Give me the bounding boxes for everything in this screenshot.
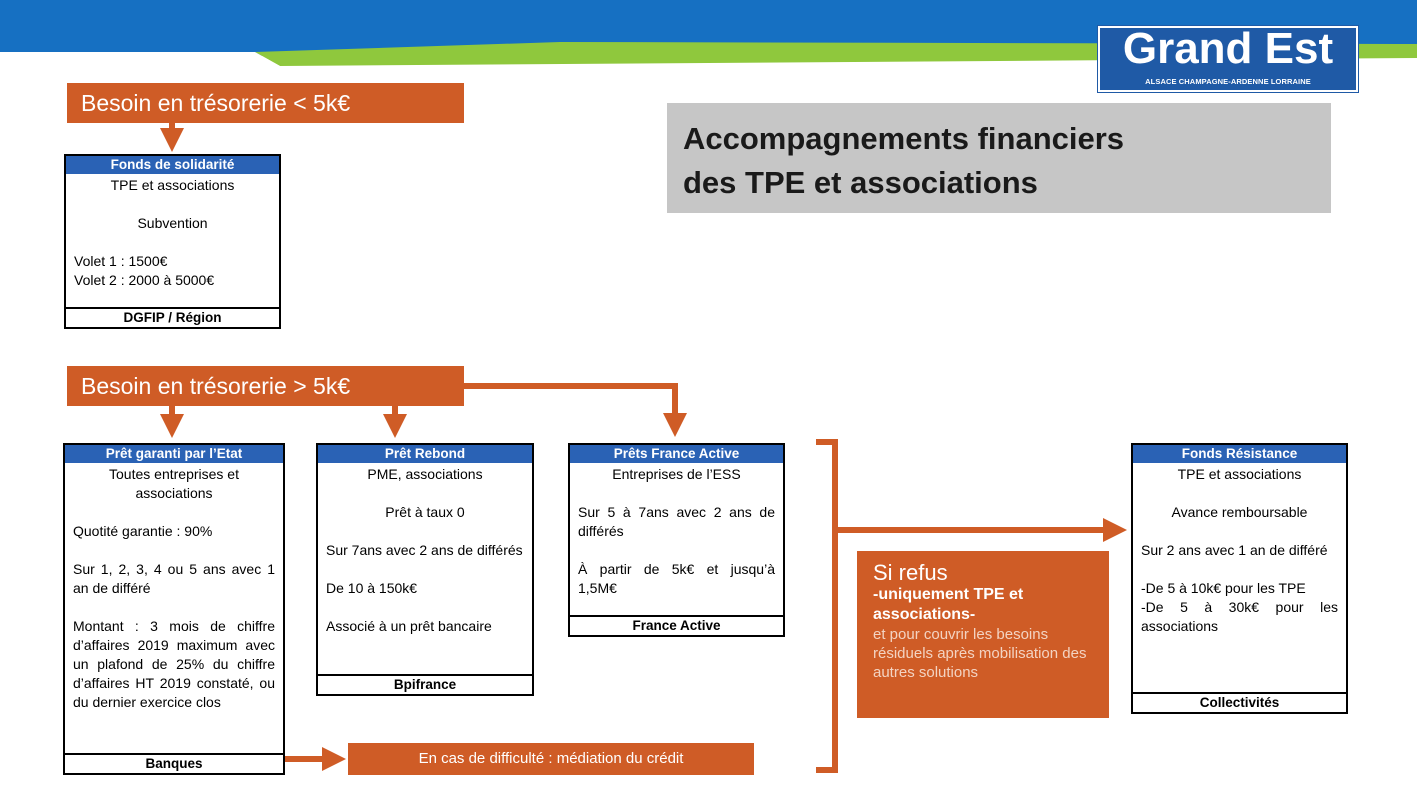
card-line: Entreprises de l’ESS xyxy=(612,466,741,482)
card-pret-rebond: Prêt Rebond PME, associations Prêt à tau… xyxy=(316,443,534,696)
page-title-line1: Accompagnements financiers xyxy=(683,121,1125,156)
title-box: Accompagnements financiers des TPE et as… xyxy=(667,103,1331,213)
card-footer: Collectivités xyxy=(1133,692,1346,712)
card-line: TPE et associations xyxy=(1177,466,1302,482)
logo-name: Grand Est xyxy=(1122,24,1334,73)
card-line: -De 5 à 10k€ pour les TPE xyxy=(1141,580,1306,596)
card-line: Avance remboursable xyxy=(1171,504,1308,520)
card-fonds-resistance: Fonds Résistance TPE et associations Ava… xyxy=(1131,443,1348,714)
card-line: Sur 5 à 7ans avec 2 ans de différés xyxy=(578,504,775,539)
card-line: Associé à un prêt bancaire xyxy=(326,618,492,634)
card-line: Toutes entreprises et associations xyxy=(109,466,239,501)
card-line: Quotité garantie : 90% xyxy=(73,523,213,539)
need-small-box: Besoin en trésorerie < 5k€ xyxy=(67,83,464,123)
card-line: Subvention xyxy=(137,215,208,231)
card-body: Entreprises de l’ESS Sur 5 à 7ans avec 2… xyxy=(570,463,783,600)
card-france-active: Prêts France Active Entreprises de l’ESS… xyxy=(568,443,785,637)
card-line: Montant : 3 mois de chiffre d’affaires 2… xyxy=(73,618,275,710)
card-line: -De 5 à 30k€ pour les associations xyxy=(1141,599,1338,634)
card-footer: Banques xyxy=(65,753,283,773)
card-line: Sur 2 ans avec 1 an de différé xyxy=(1141,542,1328,558)
card-header: Prêts France Active xyxy=(570,445,783,463)
refusal-note: et pour couvrir les besoins résiduels ap… xyxy=(873,626,1087,681)
card-body: TPE et associations Avance remboursable … xyxy=(1133,463,1346,638)
card-fonds-solidarite: Fonds de solidarité TPE et associations … xyxy=(64,154,281,329)
refusal-title: Si refus xyxy=(873,560,948,585)
card-footer: Bpifrance xyxy=(318,674,532,694)
card-line: Volet 1 : 1500€ xyxy=(74,253,168,269)
card-line: Prêt à taux 0 xyxy=(385,504,465,520)
card-line: PME, associations xyxy=(367,466,483,482)
card-body: PME, associations Prêt à taux 0 Sur 7ans… xyxy=(318,463,532,638)
refusal-scope: -uniquement TPE et associations- xyxy=(873,586,1024,623)
card-line: Sur 1, 2, 3, 4 ou 5 ans avec 1 an de dif… xyxy=(73,561,275,596)
card-body: TPE et associations Subvention Volet 1 :… xyxy=(66,174,279,292)
card-body: Toutes entreprises et associations Quoti… xyxy=(65,463,283,714)
card-header: Fonds de solidarité xyxy=(66,156,279,174)
card-line: Sur 7ans avec 2 ans de différés xyxy=(326,542,523,558)
card-header: Prêt Rebond xyxy=(318,445,532,463)
card-pret-garanti: Prêt garanti par l’Etat Toutes entrepris… xyxy=(63,443,285,775)
card-header: Fonds Résistance xyxy=(1133,445,1346,463)
card-line: Volet 2 : 2000 à 5000€ xyxy=(74,272,215,288)
page-title-line2: des TPE et associations xyxy=(683,165,1038,200)
card-footer: DGFIP / Région xyxy=(66,307,279,327)
grand-est-logo: Grand Est ALSACE CHAMPAGNE-ARDENNE LORRA… xyxy=(1098,24,1358,92)
need-large-box: Besoin en trésorerie > 5k€ xyxy=(67,366,464,406)
card-footer: France Active xyxy=(570,615,783,635)
card-header: Prêt garanti par l’Etat xyxy=(65,445,283,463)
card-line: À partir de 5k€ et jusqu’à 1,5M€ xyxy=(578,561,775,596)
card-line: TPE et associations xyxy=(110,177,235,193)
mediation-box: En cas de difficulté : médiation du créd… xyxy=(348,743,754,775)
card-line: De 10 à 150k€ xyxy=(326,580,418,596)
refusal-box: Si refus -uniquement TPE et associations… xyxy=(857,551,1109,718)
logo-subtitle: ALSACE CHAMPAGNE-ARDENNE LORRAINE xyxy=(1145,77,1311,86)
